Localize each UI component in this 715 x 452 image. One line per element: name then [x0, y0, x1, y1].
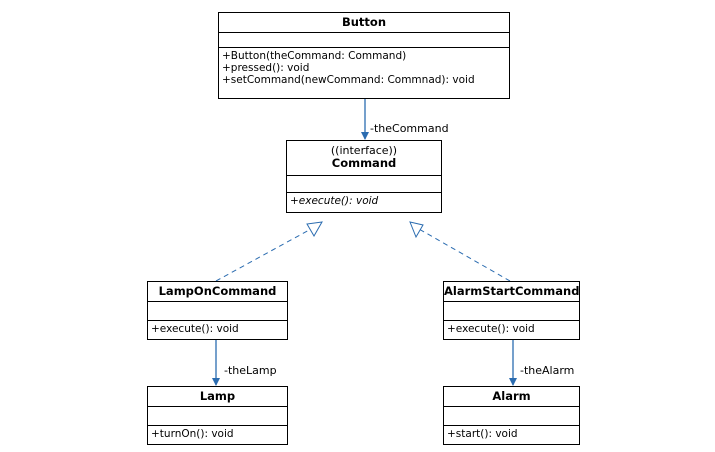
class-name: Button [219, 13, 509, 33]
realization-arrowhead-right [409, 221, 424, 239]
class-alarmstartcommand[interactable]: AlarmStartCommand +execute(): void [443, 281, 580, 340]
realization-arrowhead-left [306, 221, 323, 237]
operations-compartment: +Button(theCommand: Command) +pressed():… [219, 48, 509, 88]
operation: +pressed(): void [222, 62, 310, 74]
attributes-compartment [148, 302, 287, 321]
attributes-compartment [287, 176, 441, 193]
class-lamponcommand[interactable]: LampOnCommand +execute(): void [147, 281, 288, 340]
operation: +execute(): void [151, 323, 239, 335]
class-name: Lamp [148, 387, 287, 407]
role-label-thecommand: -theCommand [370, 122, 449, 135]
class-name: Command [331, 156, 397, 170]
class-name: Alarm [444, 387, 579, 407]
operation: +setCommand(newCommand: Commnad): void [222, 74, 475, 86]
realization-lamponcommand-command [215, 228, 312, 282]
operation: +Button(theCommand: Command) [222, 50, 407, 62]
attributes-compartment [219, 33, 509, 48]
attributes-compartment [444, 407, 579, 426]
operation: +turnOn(): void [151, 428, 234, 440]
operations-compartment: +turnOn(): void [148, 426, 287, 442]
class-name: LampOnCommand [148, 282, 287, 302]
class-lamp[interactable]: Lamp +turnOn(): void [147, 386, 288, 445]
class-command[interactable]: ((interface)) Command +execute(): void [286, 140, 442, 213]
attributes-compartment [444, 302, 579, 321]
operation: +execute(): void [290, 195, 379, 207]
attributes-compartment [148, 407, 287, 426]
class-header: ((interface)) Command [287, 141, 441, 176]
operations-compartment: +execute(): void [444, 321, 579, 337]
operations-compartment: +start(): void [444, 426, 579, 442]
class-button[interactable]: Button +Button(theCommand: Command) +pre… [218, 12, 510, 99]
role-label-thealarm: -theAlarm [520, 364, 575, 377]
class-alarm[interactable]: Alarm +start(): void [443, 386, 580, 445]
realization-alarmstartcommand-command [418, 228, 511, 282]
operation: +start(): void [447, 428, 518, 440]
operations-compartment: +execute(): void [287, 193, 441, 209]
stereotype-label: ((interface)) [330, 144, 398, 157]
operations-compartment: +execute(): void [148, 321, 287, 337]
operation: +execute(): void [447, 323, 535, 335]
role-label-thelamp: -theLamp [224, 364, 277, 377]
class-name: AlarmStartCommand [444, 282, 579, 302]
